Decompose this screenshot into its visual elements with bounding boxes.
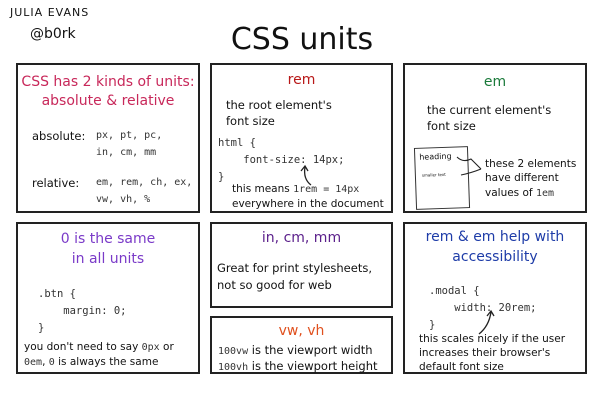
panel-print-units: in, cm, mm Great for print stylesheets, …	[210, 222, 393, 308]
viewport-text: is the viewport height	[248, 359, 378, 373]
print-heading: in, cm, mm	[261, 230, 342, 246]
em-note-1: these 2 elements	[485, 158, 577, 170]
viewport-code: 100vh	[218, 362, 249, 373]
arrow-icon	[300, 164, 312, 186]
author-name: Julia Evans	[10, 6, 90, 19]
em-desc-2: font size	[427, 119, 476, 133]
rem-desc-1: the root element's	[226, 98, 332, 112]
zero-note-code: 0px	[141, 342, 160, 353]
rem-code-3: }	[218, 171, 225, 183]
viewport-code: 100vw	[218, 346, 249, 357]
em-note-text: values of	[485, 187, 536, 199]
rem-note-2: everywhere in the document	[232, 198, 384, 210]
em-note-code: 1em	[535, 188, 555, 199]
zero-code-3: }	[38, 322, 45, 334]
zero-note-text: you don't need to say	[24, 341, 142, 353]
rem-note-text: this means	[232, 183, 294, 195]
zero-heading-1: 0 is the same	[60, 231, 156, 247]
kinds-heading-1: CSS has 2 kinds of units:	[21, 74, 195, 90]
author-handle: @b0rk	[30, 26, 76, 42]
a11y-code-2: width: 20rem;	[429, 302, 537, 314]
a11y-heading-1: rem & em help with	[425, 229, 565, 245]
zero-code-2: margin: 0;	[38, 305, 127, 317]
zero-note-1: you don't need to say 0px or	[24, 339, 174, 356]
absolute-units-2: in, cm, mm	[96, 147, 157, 158]
absolute-label: absolute:	[32, 129, 86, 143]
viewport-text: is the viewport width	[248, 343, 373, 357]
zero-note-code: 0em	[24, 357, 43, 368]
a11y-code-3: }	[429, 319, 436, 331]
rem-desc-2: font size	[226, 114, 275, 128]
em-heading: em	[483, 74, 507, 90]
arrows-icon	[456, 156, 482, 176]
viewport-line-2: 100vh is the viewport height	[218, 358, 378, 376]
relative-units-1: em, rem, ch, ex,	[96, 177, 193, 188]
zero-note-text: is always the same	[54, 356, 159, 368]
panel-zero: 0 is the same in all units .btn { margin…	[16, 222, 200, 374]
rem-note-code: 1rem = 14px	[293, 184, 360, 195]
panel-viewport-units: vw, vh 100vw is the viewport width 100vh…	[210, 316, 393, 374]
zero-note-code: 0	[48, 357, 55, 368]
print-desc-2: not so good for web	[217, 278, 332, 292]
arrow-icon	[478, 309, 495, 335]
a11y-code-1: .modal {	[429, 285, 480, 297]
viewport-heading: vw, vh	[278, 323, 325, 339]
rem-note-1: this means 1rem = 14px	[232, 181, 359, 198]
zero-note-text: or	[159, 341, 174, 353]
panel-accessibility: rem & em help with accessibility .modal …	[403, 222, 587, 374]
relative-label: relative:	[32, 176, 80, 190]
panel-em: em the current element's font size headi…	[403, 63, 587, 213]
rem-heading: rem	[287, 72, 316, 88]
viewport-line-1: 100vw is the viewport width	[218, 342, 373, 360]
doc-heading-text: heading	[419, 151, 452, 162]
zero-heading-2: in all units	[71, 251, 145, 267]
zero-note-text: ,	[42, 356, 49, 368]
a11y-note-2: increases their browser's	[419, 347, 551, 359]
zero-code-1: .btn {	[38, 288, 76, 300]
absolute-units-1: px, pt, pc,	[96, 130, 163, 141]
panel-rem: rem the root element's font size html { …	[210, 63, 393, 213]
em-desc-1: the current element's	[427, 103, 552, 117]
em-note-2: have different	[485, 172, 559, 184]
a11y-note-3: default font size	[419, 361, 504, 373]
panel-unit-kinds: CSS has 2 kinds of units: absolute & rel…	[16, 63, 200, 213]
kinds-heading-2: absolute & relative	[41, 93, 175, 109]
zero-note-2: 0em, 0 is always the same	[24, 354, 158, 371]
a11y-note-1: this scales nicely if the user	[419, 333, 566, 345]
doc-small-text: smaller text	[421, 171, 446, 178]
a11y-heading-2: accessibility	[452, 249, 538, 265]
print-desc-1: Great for print stylesheets,	[217, 261, 372, 275]
page-title: CSS units	[230, 22, 374, 57]
relative-units-2: vw, vh, %	[96, 194, 151, 205]
rem-code-2: font-size: 14px;	[218, 154, 345, 166]
em-note-3: values of 1em	[485, 185, 554, 202]
rem-code-1: html {	[218, 137, 256, 149]
